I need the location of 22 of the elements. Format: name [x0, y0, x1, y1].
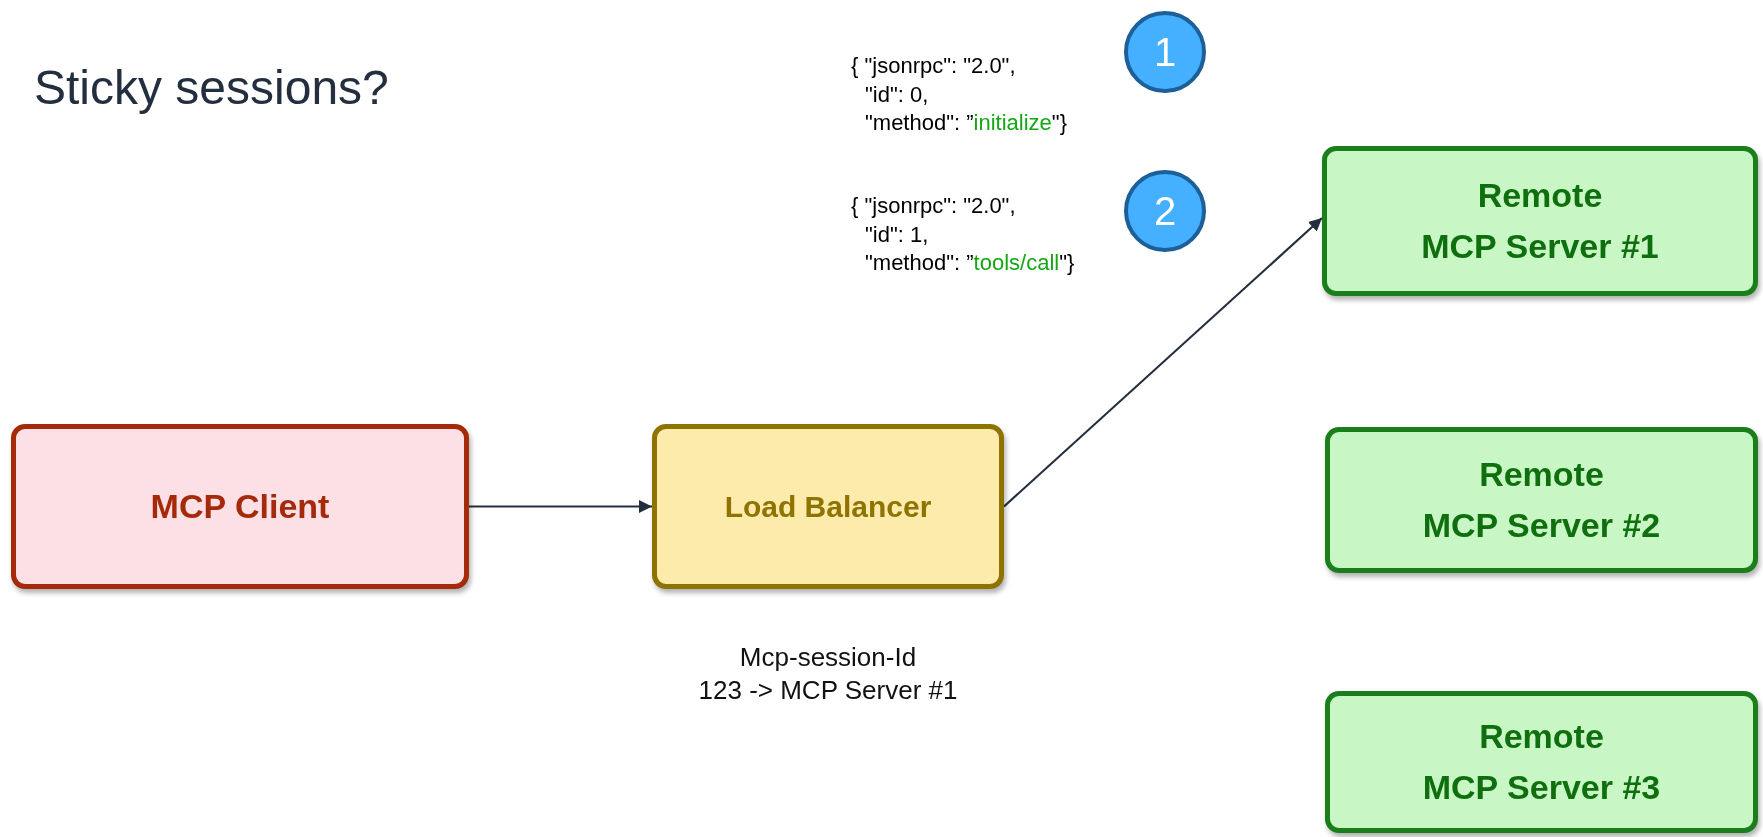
arrow	[1003, 217, 1323, 508]
callout-number: 2	[1124, 170, 1206, 252]
node-label: Remote	[1479, 716, 1604, 757]
node-label: Load Balancer	[724, 489, 932, 525]
client-box	[11, 424, 469, 589]
arrow	[469, 500, 652, 513]
session-note: 123 -> MCP Server #1	[698, 673, 958, 706]
server-box	[1325, 691, 1758, 833]
server-box	[1322, 146, 1758, 296]
node-label: Remote	[1479, 454, 1604, 495]
json-request: { "jsonrpc": "2.0", "id": 1, "method": ”tools/call"}	[851, 192, 1076, 278]
node-label: MCP Server #1	[1421, 226, 1659, 267]
load-balancer-box	[652, 424, 1004, 589]
node-label: Remote	[1477, 175, 1603, 216]
json-request: { "jsonrpc": "2.0", "id": 0, "method": ”initialize"}	[851, 52, 1068, 138]
callout-number: 1	[1124, 11, 1206, 93]
server-box	[1325, 427, 1758, 573]
node-label: MCP Client	[150, 486, 330, 527]
node-label: MCP Server #2	[1422, 505, 1661, 546]
session-note: Mcp-session-Id	[739, 641, 917, 674]
title: Sticky sessions?	[34, 60, 389, 116]
node-label: MCP Server #3	[1422, 767, 1661, 808]
